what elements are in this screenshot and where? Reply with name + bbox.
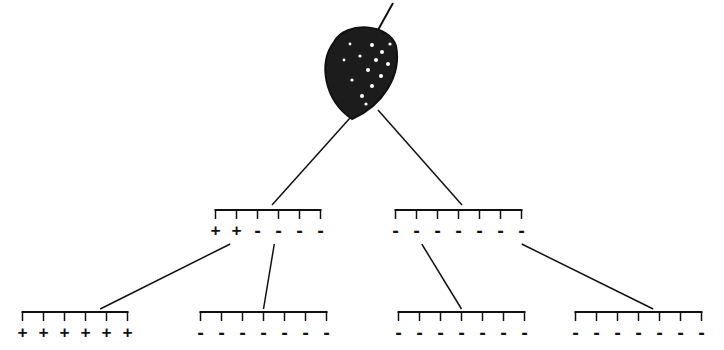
sign-row: - - - - - - - — [394, 324, 531, 342]
sign-row: - - - - - - - — [391, 222, 528, 240]
branch-connector — [522, 244, 653, 309]
comb-bracket — [12, 310, 138, 324]
sign-row: + + - - - - — [211, 222, 327, 240]
berry — [325, 27, 397, 119]
branch-line — [272, 118, 350, 205]
sign-row: + + + + + + — [18, 324, 134, 342]
branch-connector — [264, 244, 275, 309]
comb-bracket — [205, 208, 331, 222]
comb-bracket — [190, 310, 337, 324]
comb-bracket — [388, 310, 535, 324]
sign-comb: - - - - - - - — [565, 310, 712, 344]
sign-comb: - - - - - - - — [388, 310, 535, 344]
sign-comb: - - - - - - - — [190, 310, 337, 344]
sign-comb: - - - - - - - — [385, 208, 532, 242]
sign-row: - - - - - - - — [571, 324, 708, 342]
comb-bracket — [385, 208, 532, 222]
branch-line — [378, 110, 462, 205]
branch-connector — [100, 244, 230, 309]
sign-comb: + + + + + + — [12, 310, 138, 344]
sign-comb: + + - - - - — [205, 208, 331, 242]
sign-row: - - - - - - - — [196, 324, 333, 342]
comb-bracket — [565, 310, 712, 324]
branch-connector — [422, 244, 462, 309]
seeds — [343, 42, 392, 105]
stem — [378, 3, 393, 30]
